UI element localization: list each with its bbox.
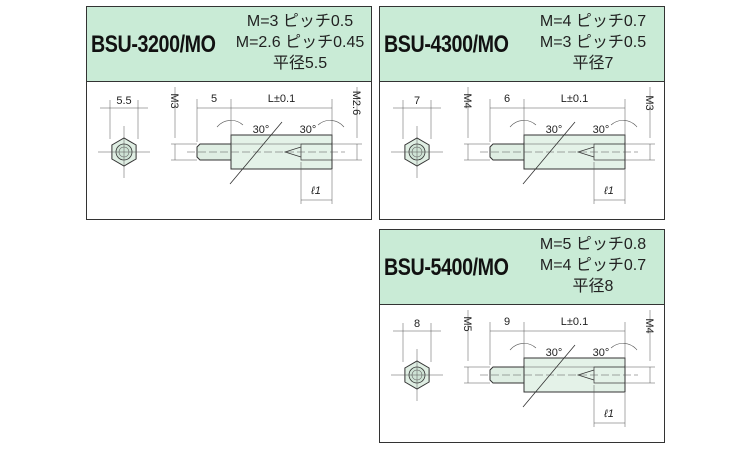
spacer-drawing: 5.5 M3 M2.6 5 L±0.1 30° 30° ℓ1 [98,87,362,204]
model-name: BSU-4300/MO [384,31,509,58]
left-thread-label: M3 [168,93,180,108]
spec-hex: 平径5.5 [272,55,328,72]
hex-dimension-label: 7 [414,95,420,107]
spec-thread-2: M=3 ピッチ0.5 [539,34,647,51]
spec-thread-1: M=4 ピッチ0.7 [539,13,647,30]
right-thread-label: M3 [643,95,655,110]
spec-hex: 平径8 [572,278,614,295]
body-length-label: L±0.1 [561,93,588,105]
spec-thread-2: M=2.6 ピッチ0.45 [235,34,365,51]
spec-hex: 平径7 [572,55,614,72]
angle-arc [610,120,638,128]
right-thread-label: M2.6 [350,91,362,115]
drill-cone [576,369,595,381]
spacer-drawing: 7 M4 M3 6 L±0.1 30° 30° ℓ1 [391,87,655,204]
model-name: BSU-3200/MO [91,31,216,58]
angle-arc [509,343,537,351]
angle-arc [509,120,537,128]
angle-label-left: 30° [546,347,563,359]
body-length-label: L±0.1 [561,316,588,328]
drill-cone [576,146,595,158]
shaft-length-label: 9 [504,316,510,328]
left-thread-label: M5 [461,316,473,331]
hex-dimension-label: 8 [414,318,420,330]
spec-thread-1: M=5 ピッチ0.8 [539,236,647,253]
left-thread-label: M4 [461,93,473,108]
section-line [229,121,283,185]
section-line [522,344,576,408]
angle-label-right: 30° [593,124,610,136]
shaft-length-label: 5 [211,93,217,105]
panel-header: BSU-5400/MO M=5 ピッチ0.8 M=4 ピッチ0.7 平径8 [380,230,664,305]
spec-thread-2: M=4 ピッチ0.7 [539,257,647,274]
angle-arc [216,120,244,128]
panel-header: BSU-4300/MO M=4 ピッチ0.7 M=3 ピッチ0.5 平径7 [380,7,664,82]
hex-dimension-label: 5.5 [116,95,131,107]
section-line [522,121,576,185]
spec-thread-1: M=3 ピッチ0.5 [246,13,354,30]
thread-depth-label: ℓ1 [603,408,614,420]
angle-label-left: 30° [546,124,563,136]
panel-header: BSU-3200/MO M=3 ピッチ0.5 M=2.6 ピッチ0.45 平径5… [87,7,371,82]
angle-arc [317,120,345,128]
panel-bsu-4300: BSU-4300/MO M=4 ピッチ0.7 M=3 ピッチ0.5 平径7 7 M… [379,6,665,220]
specs: M=5 ピッチ0.8 M=4 ピッチ0.7 平径8 [528,234,658,297]
model-name: BSU-5400/MO [384,254,509,281]
thread-depth-label: ℓ1 [603,185,614,197]
spacer-drawing: 8 M5 M4 9 L±0.1 30° 30° ℓ1 [391,310,655,427]
right-thread-label: M4 [643,318,655,333]
angle-label-right: 30° [300,124,317,136]
specs: M=4 ピッチ0.7 M=3 ピッチ0.5 平径7 [528,11,658,74]
angle-arc [610,343,638,351]
thread-depth-label: ℓ1 [310,185,321,197]
drill-cone [283,146,302,158]
body-length-label: L±0.1 [268,93,295,105]
panel-bsu-5400: BSU-5400/MO M=5 ピッチ0.8 M=4 ピッチ0.7 平径8 8 M… [379,229,665,443]
angle-label-right: 30° [593,347,610,359]
angle-label-left: 30° [253,124,270,136]
specs: M=3 ピッチ0.5 M=2.6 ピッチ0.45 平径5.5 [235,11,365,74]
shaft-length-label: 6 [504,93,510,105]
panel-bsu-3200: BSU-3200/MO M=3 ピッチ0.5 M=2.6 ピッチ0.45 平径5… [86,6,372,220]
